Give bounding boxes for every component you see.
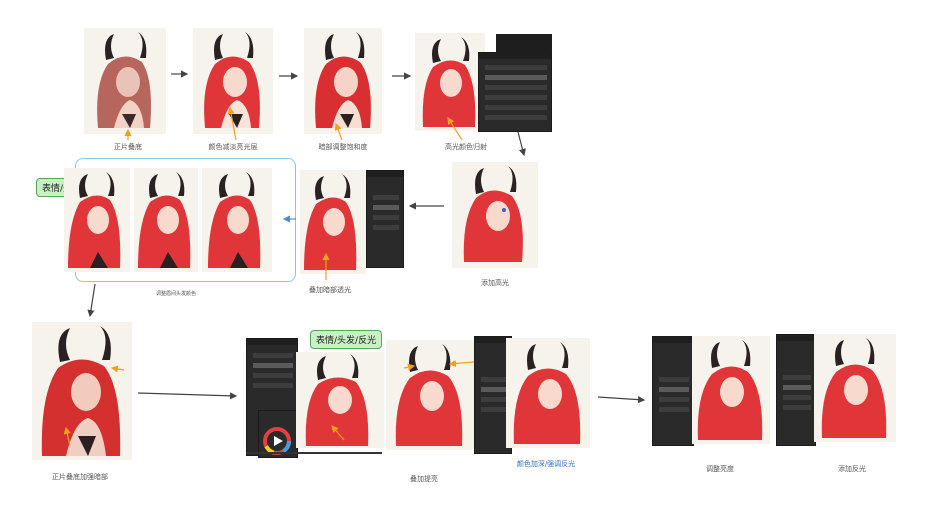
- step-5-image: [452, 162, 538, 268]
- step-7-caption: 调整眉间头发颜色: [155, 291, 197, 297]
- step-10-image: [506, 338, 590, 448]
- step-8-image: [32, 322, 132, 460]
- character-illustration: [97, 32, 151, 128]
- character-illustration: [463, 166, 523, 262]
- step-9-caption: 叠加提亮: [410, 475, 438, 483]
- step-1-caption: 正片叠底: [114, 143, 142, 151]
- step-4-image: [415, 33, 485, 131]
- arrow-8-9: [137, 392, 238, 400]
- step-3-caption: 暗部调整饱和度: [318, 143, 368, 151]
- step-11-image: [692, 336, 770, 444]
- step-9-image-b: [386, 340, 476, 450]
- character-illustration: [208, 172, 261, 268]
- step-5-caption: 添加高光: [481, 279, 509, 287]
- photoshop-panel: [366, 170, 404, 268]
- photoshop-panel: [474, 336, 512, 454]
- character-illustration: [422, 37, 476, 127]
- character-illustration: [204, 32, 260, 128]
- step-4-caption: 高光颜色归射: [445, 143, 487, 151]
- color-picker-panel: [258, 410, 298, 458]
- step-1-image: [84, 28, 166, 134]
- arrow-4-5: [517, 131, 526, 157]
- character-illustration: [138, 172, 191, 268]
- step-12-image: [814, 334, 896, 442]
- character-illustration: [821, 338, 887, 438]
- photoshop-panel-header: [496, 34, 552, 54]
- step-3-image: [304, 28, 382, 134]
- arrow-7-8: [87, 283, 96, 318]
- step-2-caption: 颜色减淡亮光层: [208, 143, 258, 151]
- step-9-image-a: [296, 352, 384, 448]
- step-7-image-c: [202, 168, 272, 272]
- character-illustration: [513, 342, 581, 444]
- step-10-caption: 颜色加深/强调反光: [516, 460, 576, 468]
- character-illustration: [304, 174, 357, 270]
- character-illustration: [697, 340, 763, 440]
- color-wheel-icon: [263, 427, 291, 455]
- photoshop-panel: [776, 334, 816, 446]
- character-illustration: [315, 32, 371, 128]
- step-2-image: [193, 28, 273, 134]
- step-7-image-a: [64, 168, 130, 272]
- step-8-caption: 正片叠底加强暗部: [52, 473, 108, 481]
- photoshop-panel: [652, 336, 694, 446]
- arrow-10-11: [597, 396, 646, 404]
- step-7-image-b: [134, 168, 198, 272]
- character-illustration: [395, 344, 463, 446]
- step-6-image: [300, 170, 366, 274]
- character-illustration: [305, 354, 369, 446]
- step-12-caption: 添加反光: [838, 465, 866, 473]
- step-11-caption: 调整亮度: [706, 465, 734, 473]
- frame-line: [246, 452, 382, 454]
- step-6-caption: 叠加暗部透光: [309, 286, 351, 294]
- character-illustration: [68, 172, 121, 268]
- character-illustration: [41, 326, 121, 456]
- tag-face-hair-reflect: 表情/头发/反光: [310, 330, 383, 349]
- photoshop-panel: [478, 52, 552, 132]
